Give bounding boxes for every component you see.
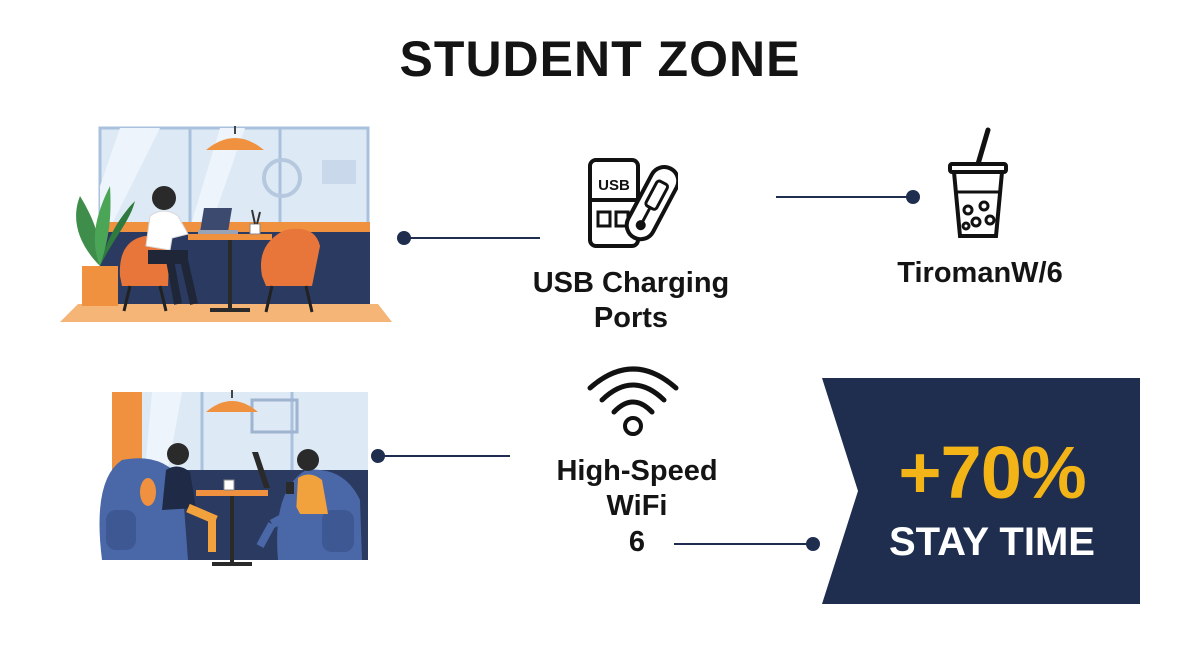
usb-charging-label: USB Charging Ports bbox=[520, 266, 742, 337]
connector-wifi-line bbox=[378, 455, 510, 457]
connector-usb-dot bbox=[397, 231, 411, 245]
stay-time-value: +70% bbox=[898, 431, 1086, 514]
connector-stat-dot bbox=[806, 537, 820, 551]
usb-charger-icon: USB bbox=[586, 156, 681, 250]
bubble-tea-icon bbox=[946, 126, 1010, 242]
student-laptop-illustration bbox=[60, 126, 392, 322]
stay-time-caption: STAY TIME bbox=[889, 520, 1095, 564]
connector-wifi-dot bbox=[371, 449, 385, 463]
wifi-label-line-2: WiFi bbox=[606, 490, 668, 523]
connector-stat-line bbox=[674, 543, 814, 545]
connector-tea-line bbox=[776, 196, 914, 198]
usb-charging-label-line-1: USB Charging bbox=[532, 267, 730, 299]
connector-usb-line bbox=[404, 237, 540, 239]
usb-charging-label-line-2: Ports bbox=[593, 302, 669, 335]
wifi-label-line-3: 6 bbox=[628, 525, 646, 558]
wifi-icon bbox=[586, 358, 680, 438]
page-title: STUDENT ZONE bbox=[399, 31, 801, 87]
wifi-label: High-Speed WiFi 6 bbox=[526, 454, 748, 560]
students-lounge-illustration bbox=[92, 390, 368, 570]
tiroman-label: TiromanW/6 bbox=[897, 257, 1063, 289]
connector-tea-dot bbox=[906, 190, 920, 204]
wifi-label-line-1: High-Speed bbox=[556, 455, 718, 487]
stay-time-banner bbox=[822, 378, 1140, 604]
usb-icon-text: USB bbox=[598, 177, 630, 194]
